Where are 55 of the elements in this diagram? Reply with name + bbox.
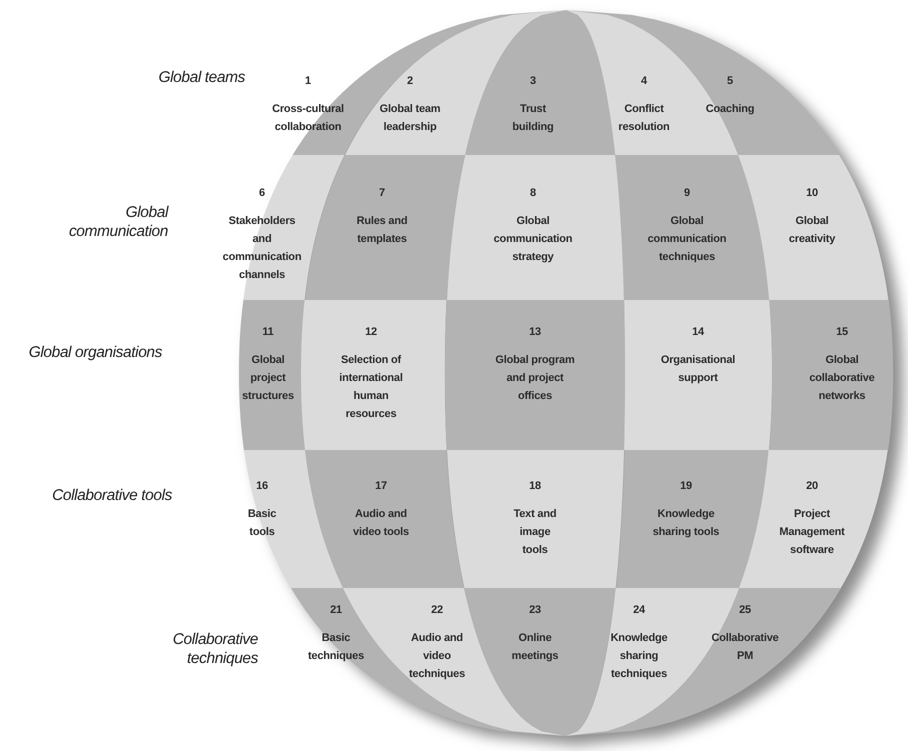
segment-number: 19 — [679, 479, 693, 494]
segment-label: Audio and video tools — [352, 507, 410, 540]
segment-label: Stakeholders and communication channels — [222, 214, 302, 283]
segment-label: Knowledge sharing techniques — [610, 631, 668, 682]
segment-label: Rules and templates — [356, 214, 408, 247]
segment-number: 4 — [640, 74, 648, 89]
segment-label: Conflict resolution — [617, 102, 671, 135]
segment-label: Cross-cultural collaboration — [271, 102, 345, 135]
segment-number: 18 — [528, 479, 542, 494]
segment-label: Global team leadership — [378, 102, 441, 135]
segment-number: 3 — [529, 74, 537, 89]
segment-number: 23 — [528, 603, 542, 618]
segment-label: Global project structures — [241, 353, 295, 404]
segment-number: 25 — [738, 603, 752, 618]
segment-label: Collaborative PM — [710, 631, 780, 664]
segment-label: Knowledge sharing tools — [652, 507, 720, 540]
segment-number: 21 — [329, 603, 343, 618]
segment-label: Global creativity — [788, 214, 836, 247]
segment-label: Global collaborative networks — [808, 353, 876, 404]
row-heading: Global organisations — [28, 343, 162, 362]
segment-label: Global program and project offices — [494, 353, 575, 404]
segment-number: 14 — [691, 325, 705, 340]
segment-number: 15 — [835, 325, 849, 340]
segment-label: Global communication techniques — [646, 214, 728, 265]
segment-number: 17 — [374, 479, 388, 494]
segment-number: 16 — [255, 479, 269, 494]
segment-number: 22 — [430, 603, 444, 618]
segment-label: Selection of international human resources — [338, 353, 404, 422]
row-heading: Global teams — [157, 68, 245, 87]
row-heading: Global communication — [68, 203, 168, 241]
segment-label: Organisational support — [660, 353, 736, 386]
segment-label: Trust building — [511, 102, 555, 135]
segment-number: 5 — [726, 74, 734, 89]
segment-label: Project Management software — [778, 507, 846, 558]
segment-label: Online meetings — [510, 631, 560, 664]
segment-number: 12 — [364, 325, 378, 340]
segment-number: 24 — [632, 603, 646, 618]
segment-label: Basic tools — [246, 507, 278, 540]
segment-label: Audio and video techniques — [408, 631, 466, 682]
segment-label: Coaching — [704, 102, 756, 117]
segment-number: 6 — [258, 186, 266, 201]
segment-number: 20 — [805, 479, 819, 494]
segment-label: Basic techniques — [306, 631, 366, 664]
segment-number: 7 — [378, 186, 386, 201]
segment-label: Text and image tools — [512, 507, 558, 558]
segment-label: Global communication strategy — [492, 214, 574, 265]
row-heading: Collaborative techniques — [172, 630, 258, 668]
segment-number: 13 — [528, 325, 542, 340]
segment-number: 11 — [261, 325, 275, 340]
segment-number: 2 — [406, 74, 414, 89]
segment-number: 10 — [805, 186, 819, 201]
segment-number: 1 — [304, 74, 312, 89]
segment-number: 8 — [529, 186, 537, 201]
segment-number: 9 — [683, 186, 691, 201]
row-heading: Collaborative tools — [51, 486, 172, 505]
